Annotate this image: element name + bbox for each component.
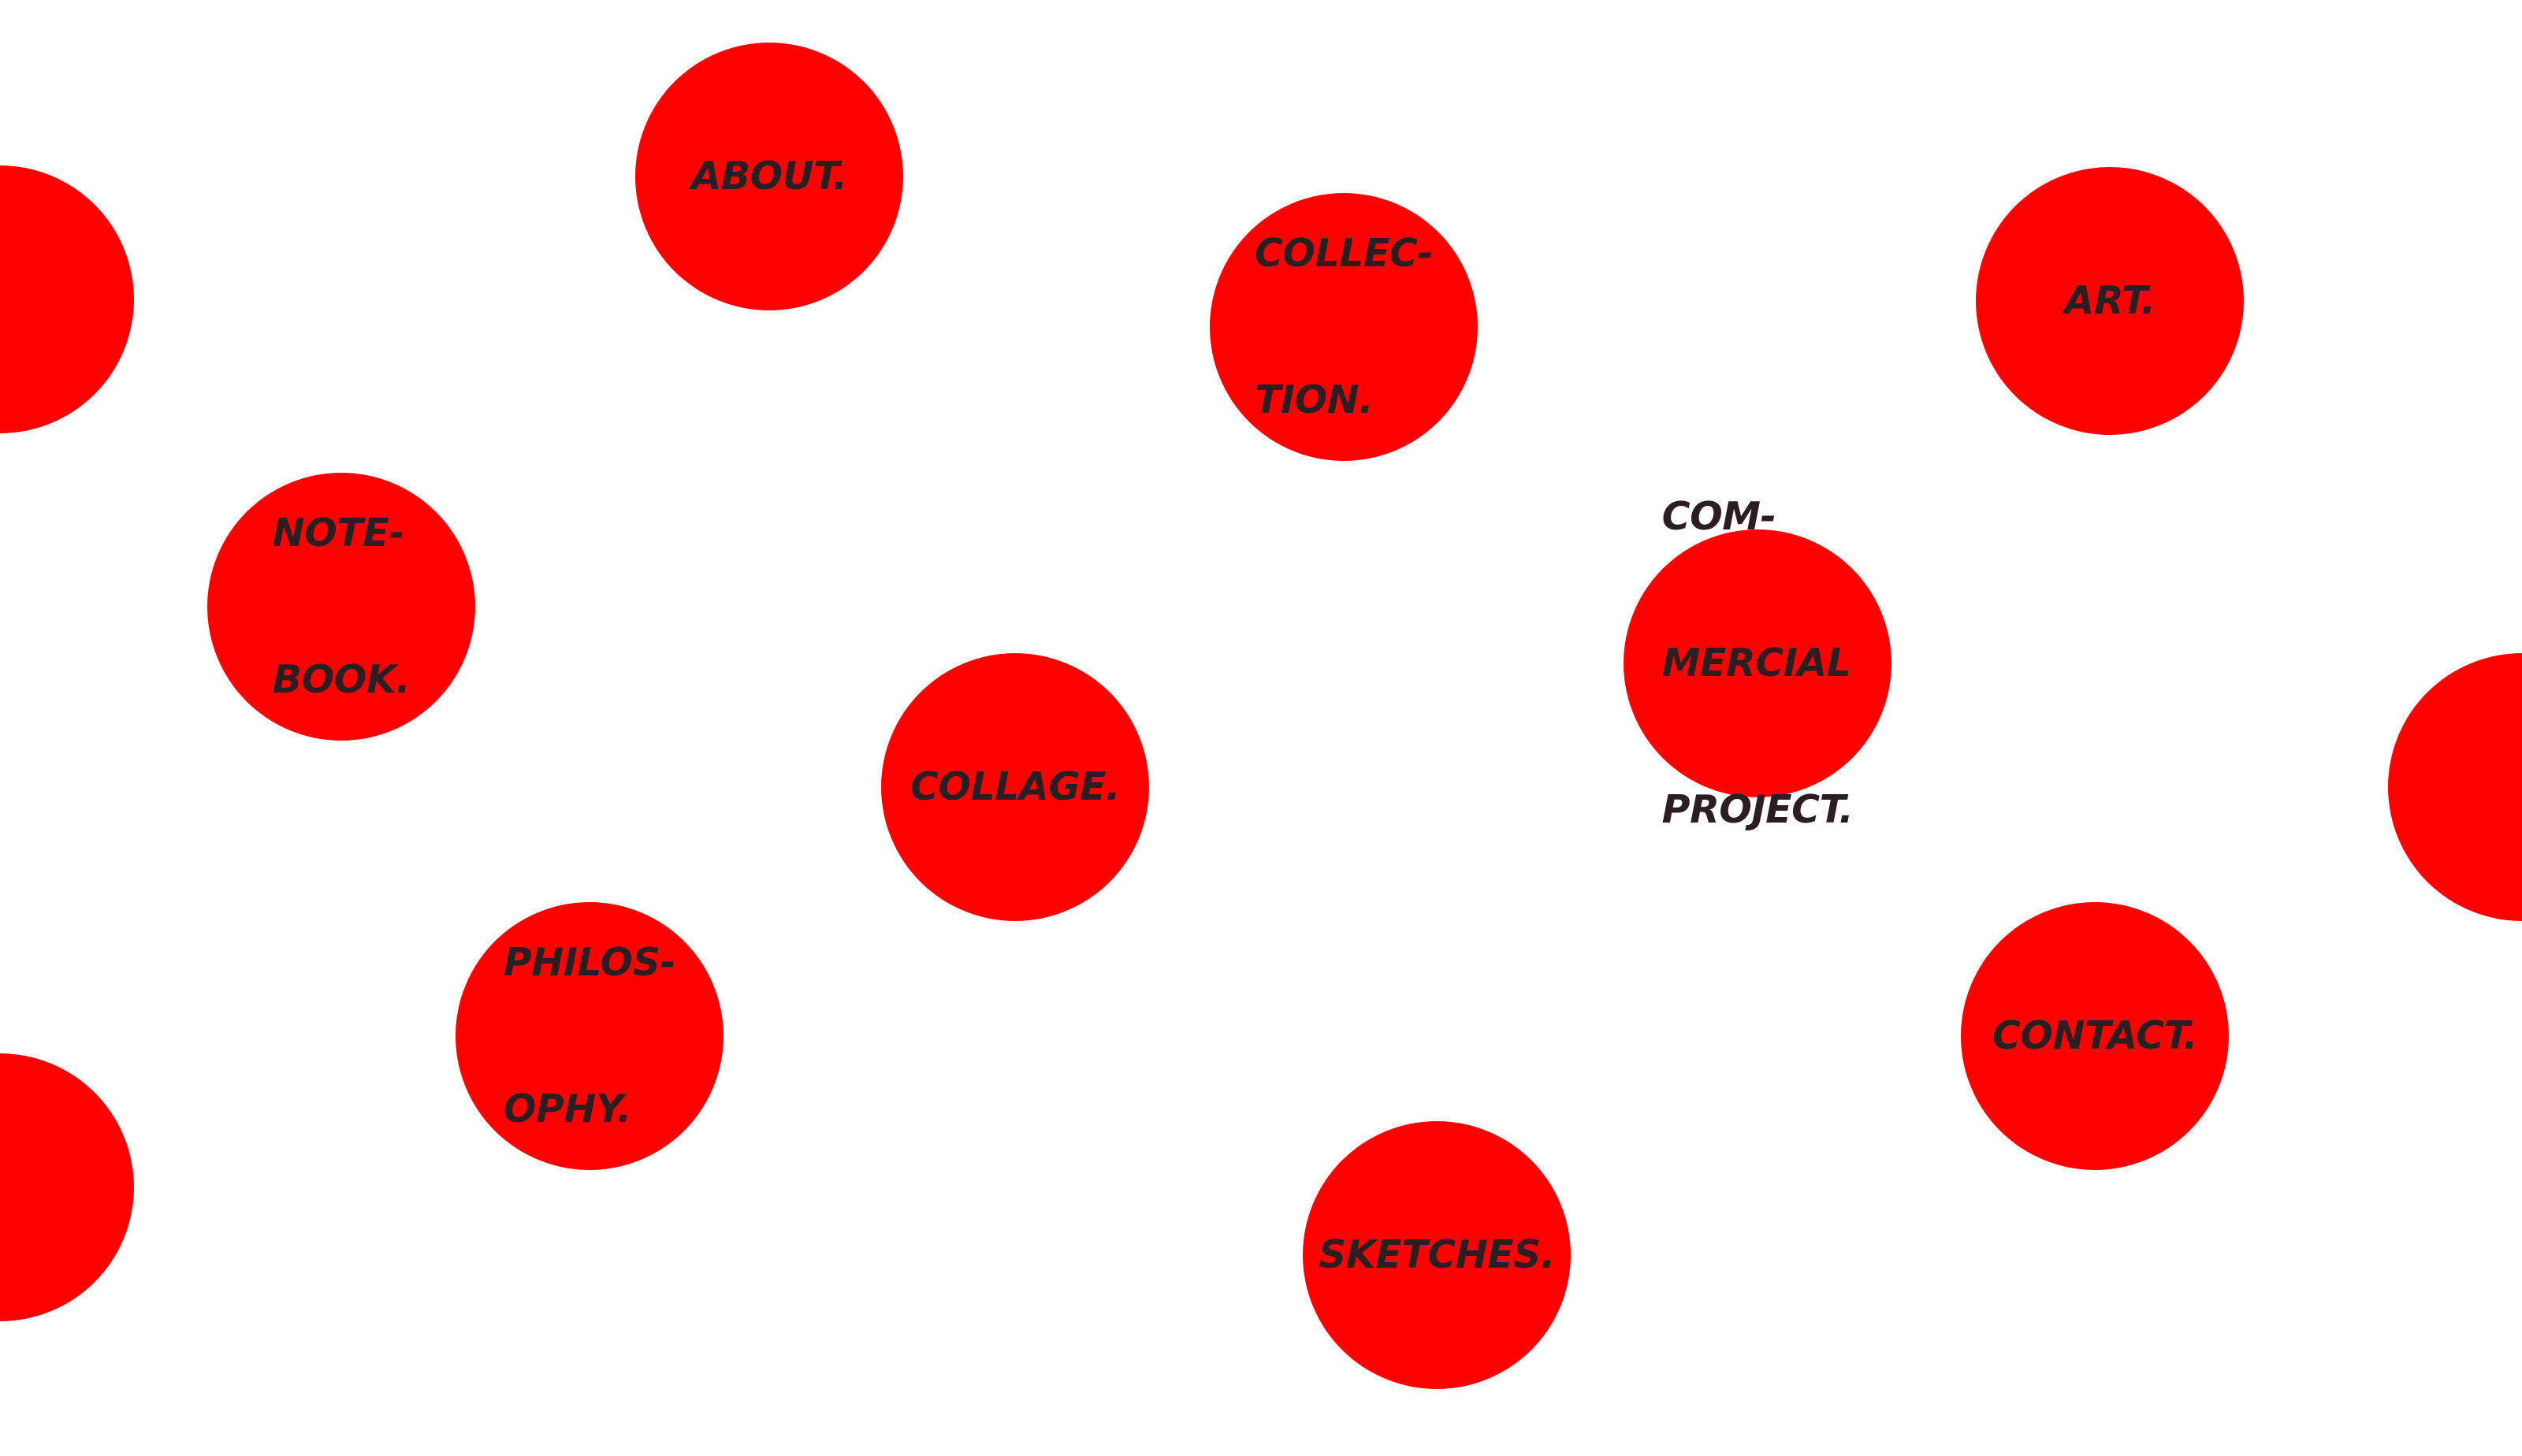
nav-bubble-collection[interactable]: COLLEC- TION. (1210, 193, 1478, 461)
nav-bubble-collection-label: COLLEC- TION. (1254, 231, 1434, 422)
nav-bubble-notebook[interactable]: NOTE- BOOK. (207, 473, 475, 741)
nav-bubble-sketches-label: SKETCHES. (1318, 1232, 1556, 1277)
nav-bubble-collage[interactable]: COLLAGE. (881, 653, 1149, 921)
decorative-bubble-left-top (0, 165, 134, 433)
nav-bubble-notebook-label: NOTE- BOOK. (272, 511, 411, 702)
decorative-bubble-right (2388, 653, 2522, 921)
nav-bubble-philosophy-label: PHILOS- OPHY. (503, 940, 676, 1131)
nav-bubble-about[interactable]: ABOUT. (635, 43, 903, 310)
nav-bubble-art[interactable]: ART. (1976, 167, 2244, 435)
nav-bubble-collage-label: COLLAGE. (909, 764, 1121, 809)
nav-bubble-contact[interactable]: CONTACT. (1961, 902, 2229, 1170)
decorative-bubble-left-bottom (0, 1053, 134, 1321)
nav-bubble-contact-label: CONTACT. (1992, 1013, 2198, 1058)
nav-bubble-philosophy[interactable]: PHILOS- OPHY. (456, 902, 723, 1170)
nav-bubble-commercial-project-label: COM- MERCIAL PROJECT. (1661, 494, 1854, 832)
nav-bubble-art-label: ART. (2064, 278, 2156, 323)
nav-bubble-commercial-project[interactable]: COM- MERCIAL PROJECT. (1624, 494, 1892, 832)
nav-bubble-sketches[interactable]: SKETCHES. (1303, 1121, 1571, 1389)
nav-bubble-about-label: ABOUT. (691, 154, 847, 199)
